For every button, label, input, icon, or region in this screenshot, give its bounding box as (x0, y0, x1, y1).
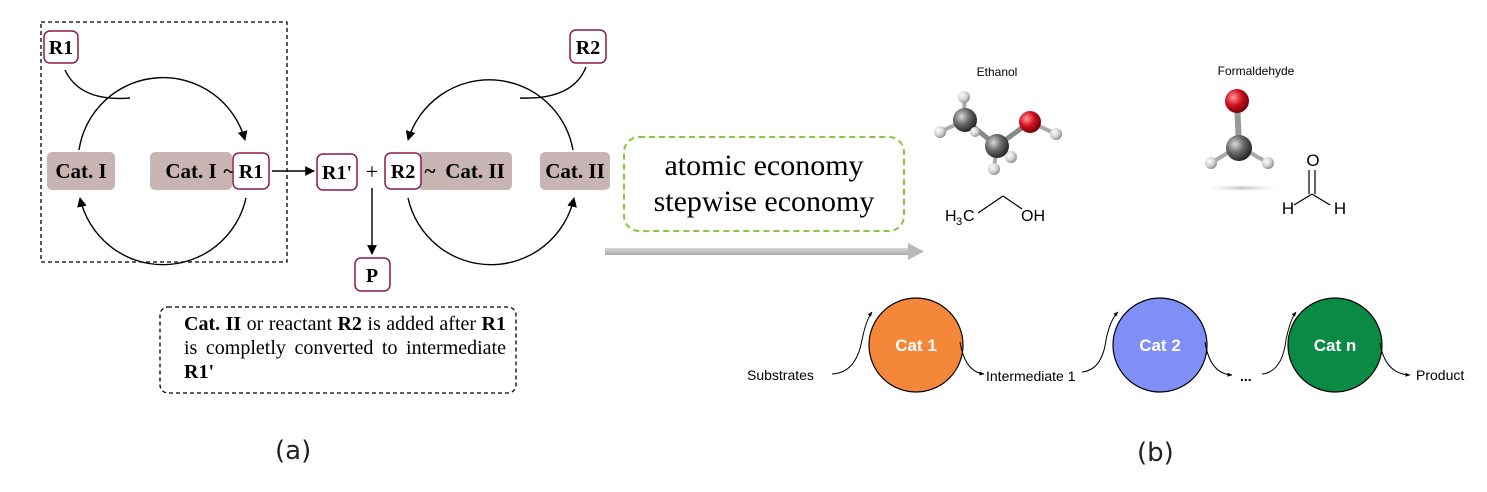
complex-r2-label: R2 (391, 161, 415, 183)
svg-text:OH: OH (1021, 208, 1045, 225)
cascade-flow: Cat 1 Cat 2 Cat n Substrates Intermediat… (747, 297, 1464, 393)
cat-n-circle (1287, 297, 1383, 393)
cat-n-in-arrow (1261, 311, 1297, 375)
product-p-box: P (354, 257, 391, 292)
cat-one-box: Cat. I (47, 152, 115, 190)
stepwise-economy-text: stepwise economy (653, 185, 875, 218)
cat-one-circle (868, 297, 964, 393)
svg-text:H: H (1282, 199, 1294, 218)
ethanol-skeletal-formula: H 3 C OH (945, 195, 1045, 228)
note-r2: R2 (337, 313, 362, 335)
complex-tilde: ~ (224, 159, 235, 183)
note-cat-two: Cat. II (184, 313, 242, 335)
complex-cat-two-label: Cat. II (445, 159, 505, 183)
note-r1: R1 (481, 313, 506, 335)
svg-text:C: C (963, 208, 975, 225)
note-text-two: is added after (361, 313, 482, 335)
reactant-r1-label: R1 (49, 37, 73, 59)
cat-two-box: Cat. II (540, 152, 610, 190)
cat-two-label: Cat. II (545, 159, 605, 183)
intermediate-r1-prime-box: R1' (316, 153, 358, 191)
formaldehyde-ball-model (1200, 89, 1284, 192)
note-r1-prime: R1' (184, 361, 214, 383)
cat-two-out-arrow (1204, 341, 1233, 377)
cycle-one-arc-top (78, 76, 248, 151)
svg-text:3: 3 (956, 216, 962, 228)
formaldehyde-skeletal-formula: O H H (1282, 151, 1346, 218)
cat-two-circle (1112, 297, 1208, 393)
cycle-one-arc-bottom (77, 197, 247, 266)
formaldehyde-title: Formaldehyde (1218, 64, 1295, 78)
intermediate-one-label: Intermediate 1 (986, 368, 1076, 384)
product-label-b: Product (1416, 367, 1464, 383)
r1-entry-curve (64, 69, 131, 100)
cat-one-out-arrow (959, 341, 985, 376)
svg-text:O: O (1306, 151, 1319, 170)
cat-two-label-b: Cat 2 (1139, 336, 1181, 355)
reactant-r2-box: R2 (569, 29, 607, 64)
transition-arrow (605, 243, 924, 260)
cat-one-label-b: Cat 1 (895, 336, 937, 355)
complex-cat-one-label: Cat. I (165, 159, 216, 183)
cycle-one-dashed-frame (40, 21, 288, 263)
svg-text:H: H (945, 208, 957, 225)
ethanol-title: Ethanol (977, 65, 1018, 79)
cat-n-label-b: Cat n (1314, 336, 1357, 355)
addition-note: Cat. II or reactant R2 is added after R1… (160, 307, 516, 393)
atomic-economy-text: atomic economy (664, 149, 864, 182)
panel-b-label: (b) (1137, 438, 1174, 468)
reactant-r2-label: R2 (576, 37, 600, 59)
intermediate-label: R1' (322, 162, 352, 184)
note-frame (159, 306, 517, 394)
plus-sign: + (366, 159, 378, 184)
ellipsis-label: ... (1240, 368, 1252, 384)
note-text-one: or reactant (241, 313, 338, 335)
complex-tilde-two: ~ (425, 159, 436, 183)
cycle-two-arc-top (405, 79, 574, 151)
cat-n-out-arrow (1379, 342, 1411, 377)
cat-one-label: Cat. I (55, 159, 106, 183)
complex-r1-label: R1 (239, 161, 263, 183)
reactant-r1-box: R1 (43, 30, 79, 64)
svg-text:H: H (1334, 199, 1346, 218)
r2-cat-two-complex: R2 ~ Cat. II (384, 152, 512, 190)
cat-one-r1-complex: Cat. I ~ R1 (150, 152, 270, 190)
economy-box: atomic economy stepwise economy (623, 136, 905, 232)
cat-two-in-arrow (1081, 311, 1119, 373)
panel-a-label: (a) (275, 436, 312, 466)
cycle-two-arc-bottom (407, 197, 577, 266)
ethanol-ball-model (934, 91, 1062, 175)
product-label: P (366, 265, 378, 287)
r2-entry-curve (519, 66, 587, 99)
note-text-three: is completly converted to intermediate (184, 337, 506, 359)
substrates-in-arrow (831, 311, 873, 375)
substrates-label: Substrates (747, 367, 814, 383)
